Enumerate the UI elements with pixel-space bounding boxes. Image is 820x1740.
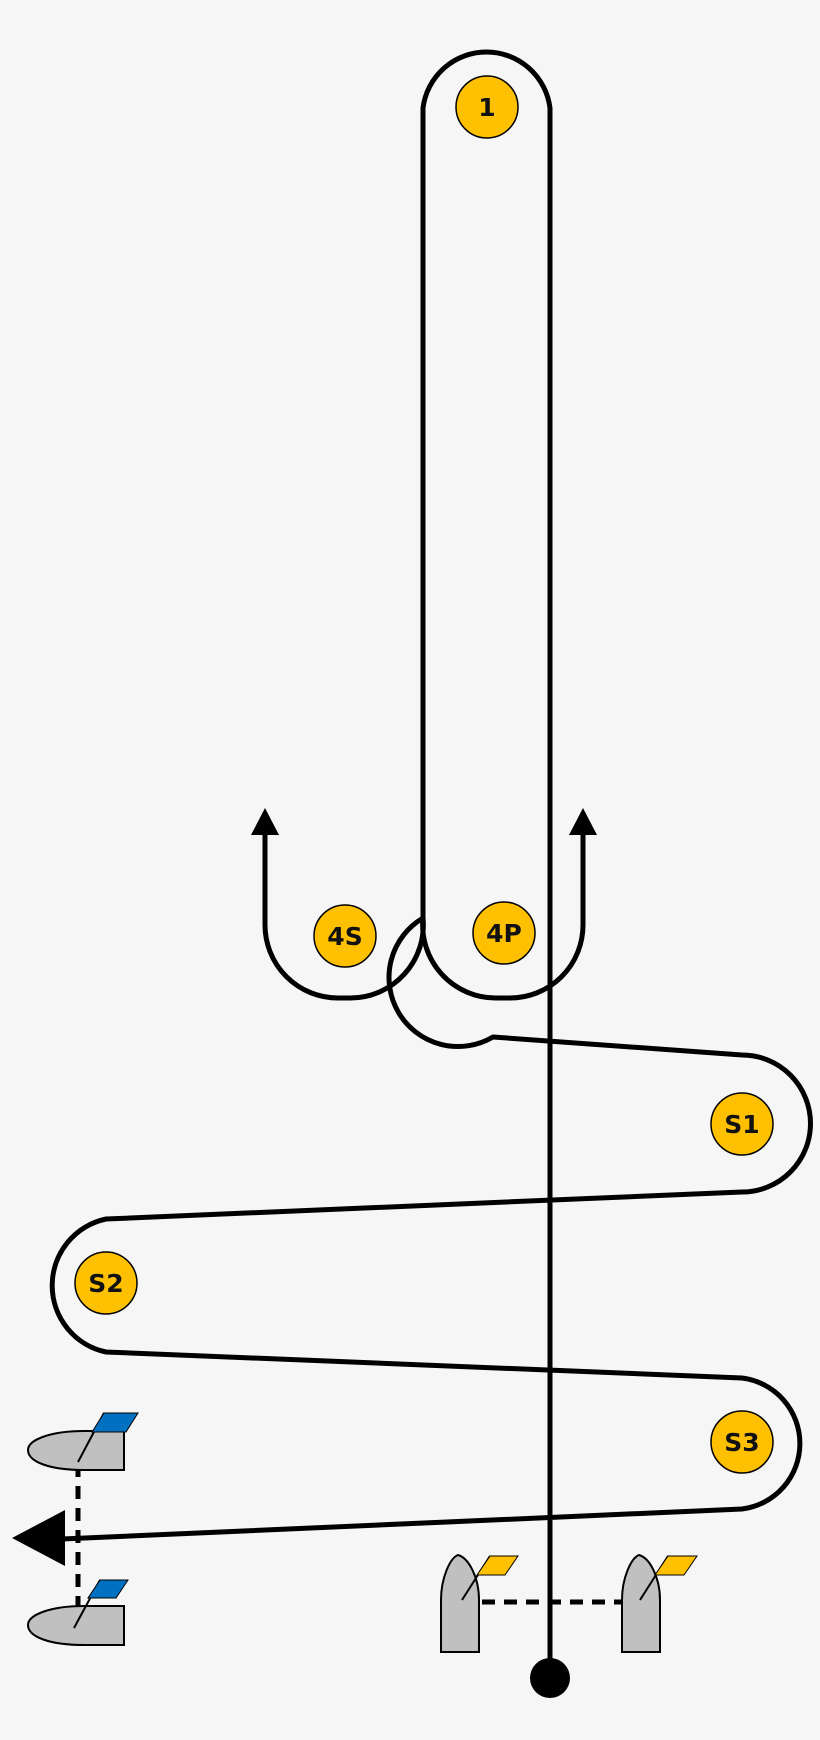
- mark-4p-label: 4P: [486, 919, 522, 948]
- mark-1: 1: [455, 75, 519, 139]
- flag-icon: [91, 1412, 139, 1433]
- mark-s1-label: S1: [724, 1110, 759, 1139]
- start-boat-right: [621, 1553, 698, 1653]
- route-exit-starboard: [262, 833, 426, 1001]
- start-boat-left: [440, 1553, 519, 1653]
- mark-s2: S2: [74, 1251, 138, 1315]
- flag-icon: [476, 1555, 519, 1576]
- circle-icon: [530, 1658, 570, 1698]
- mark-s2-label: S2: [88, 1269, 123, 1298]
- mark-s3: S3: [710, 1410, 774, 1474]
- mark-s1: S1: [710, 1092, 774, 1156]
- mark-s3-label: S3: [724, 1428, 759, 1457]
- arrow-left-icon: [12, 1510, 65, 1566]
- mark-4p: 4P: [472, 901, 536, 965]
- mark-1-label: 1: [478, 93, 495, 122]
- flag-icon: [654, 1555, 698, 1576]
- committee-boat-bottom: [26, 1579, 129, 1646]
- route-exit-port: [420, 833, 586, 1001]
- arrow-up-icon: [251, 808, 279, 835]
- flag-icon: [87, 1579, 129, 1599]
- committee-boat-top: [26, 1412, 139, 1471]
- arrow-up-icon: [569, 808, 597, 835]
- mark-4s-label: 4S: [327, 922, 362, 951]
- course-route: [49, 49, 813, 1678]
- mark-4s: 4S: [313, 904, 377, 968]
